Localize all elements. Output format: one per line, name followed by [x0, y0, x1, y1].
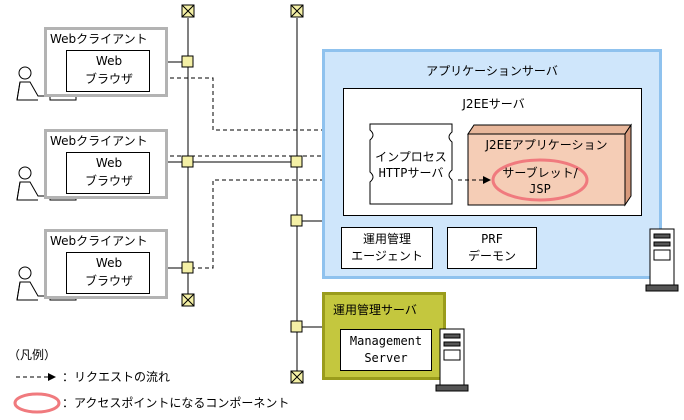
request-flow-3: [149, 176, 363, 269]
servlet-label-line2: JSP: [529, 182, 551, 196]
agent-label-line1: 運用管理: [362, 232, 411, 246]
inprocess-label-line2: HTTPサーバ: [378, 166, 444, 180]
web-browser-box: Web ブラウザ: [66, 152, 150, 194]
web-browser-box: Web ブラウザ: [66, 50, 150, 92]
web-client-box-1: Webクライアント Web ブラウザ: [44, 27, 168, 97]
browser-label-line2: ブラウザ: [84, 274, 133, 288]
request-flow-1: [149, 77, 363, 134]
web-client-title: Webクライアント: [50, 134, 148, 148]
management-server-title: 運用管理サーバ: [333, 303, 417, 317]
browser-label-line2: ブラウザ: [84, 174, 133, 188]
servlet-label-line1: サーブレット/: [502, 166, 578, 180]
application-server-title: アプリケーションサーバ: [426, 64, 558, 78]
j2ee-application-title: J2EEアプリケーション: [485, 138, 608, 152]
inprocess-label-line1: インプロセス: [375, 150, 447, 164]
browser-label-line2: ブラウザ: [84, 72, 133, 86]
browser-label-line1: Web: [95, 256, 123, 270]
agent-label-line2: エージェント: [351, 249, 423, 263]
browser-label-line1: Web: [95, 156, 123, 170]
terminator-icon: [181, 4, 304, 384]
web-client-title: Webクライアント: [50, 234, 148, 248]
legend-request-flow-label: ：リクエストの流れ: [62, 370, 171, 384]
j2ee-server-title: J2EEサーバ: [462, 97, 525, 111]
web-client-box-2: Webクライアント Web ブラウザ: [44, 129, 168, 199]
network-node-icon: [181, 55, 303, 333]
prf-label-line2: デーモン: [467, 249, 516, 263]
web-client-title: Webクライアント: [50, 32, 148, 46]
prf-label-line1: PRF: [481, 232, 503, 246]
web-client-box-3: Webクライアント Web ブラウザ: [44, 229, 168, 299]
browser-label-line1: Web: [95, 54, 123, 68]
legend-access-point-label: ：アクセスポイントになるコンポーネント: [62, 396, 290, 410]
management-server-box: 運用管理サーバ Management Server: [322, 292, 446, 380]
operation-agent-box: 運用管理 エージェント: [341, 227, 433, 269]
management-server-inner-box: Management Server: [340, 329, 432, 371]
mgmt-label-line1: Management: [349, 334, 423, 348]
legend-title: （凡例）: [8, 348, 57, 362]
prf-daemon-box: PRF デーモン: [447, 227, 537, 269]
mgmt-label-line2: Server: [364, 351, 408, 365]
web-browser-box: Web ブラウザ: [66, 252, 150, 294]
